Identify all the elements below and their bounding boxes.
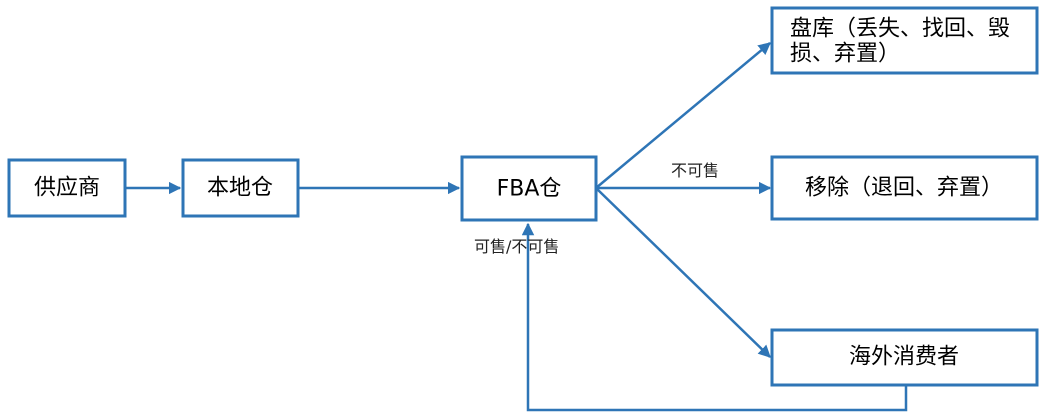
node-inventory-label-line2: 损、弃置）: [790, 42, 900, 67]
node-inventory: 盘库（丢失、找回、毁 损、弃置）: [770, 6, 1039, 75]
node-local-warehouse-label: 本地仓: [207, 176, 273, 201]
edge-label-unsellable: 不可售: [671, 161, 719, 180]
node-supplier: 供应商: [7, 158, 127, 218]
edge-label-return-status: 可售/不可售: [474, 237, 559, 256]
node-overseas-consumer-label: 海外消费者: [849, 345, 959, 370]
node-overseas-consumer: 海外消费者: [770, 328, 1039, 387]
edge-consumer-to-fba-return: [521, 222, 908, 412]
edge-fba-to-consumer: [595, 187, 771, 358]
node-removal-label: 移除（退回、弃置）: [805, 176, 1003, 201]
node-local-warehouse: 本地仓: [181, 158, 300, 218]
node-inventory-label-line1: 盘库（丢失、找回、毁: [790, 17, 1010, 42]
node-fba-warehouse: FBA仓: [460, 155, 598, 222]
node-supplier-label: 供应商: [34, 176, 100, 201]
node-fba-warehouse-label: FBA仓: [497, 177, 562, 202]
node-removal: 移除（退回、弃置）: [770, 155, 1039, 221]
edge-fba-to-inventory: [595, 42, 771, 189]
